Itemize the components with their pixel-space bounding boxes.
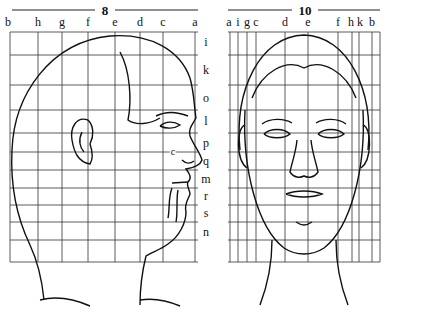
neck (260, 240, 348, 305)
plate-number: 8 (100, 4, 111, 17)
head-outline (12, 36, 202, 305)
grid-horizontals (228, 32, 380, 262)
column-letter: k (357, 16, 363, 28)
eye (160, 122, 180, 128)
grid-verticals (230, 32, 380, 262)
row-letter: o (203, 92, 209, 104)
face-oval (245, 110, 364, 254)
column-letter: d (282, 16, 288, 28)
hairline (252, 65, 356, 98)
row-letter: k (203, 64, 209, 76)
brows (262, 119, 346, 124)
column-letter: c (253, 16, 258, 28)
row-letter: i (204, 36, 207, 48)
chin-line (296, 222, 312, 225)
column-letter: f (86, 16, 90, 28)
row-letter: n (203, 226, 209, 238)
column-letter: a (226, 16, 231, 28)
row-letter: l (204, 115, 207, 127)
shoulder (40, 298, 180, 306)
front-face (238, 35, 369, 305)
row-letter: p (203, 137, 209, 149)
column-letter: f (336, 16, 340, 28)
grid-verticals (10, 32, 195, 262)
head-outline (239, 35, 369, 150)
column-letter: h (35, 16, 41, 28)
row-letter: q (203, 155, 209, 167)
eyes (264, 130, 344, 138)
beard (168, 188, 178, 222)
right-grid (228, 32, 380, 262)
column-letter: b (5, 16, 11, 28)
column-letter: e (305, 16, 310, 28)
row-letter: m (201, 173, 210, 185)
column-letter: h (348, 16, 354, 28)
profile-head (12, 36, 202, 306)
column-letter: e (112, 16, 117, 28)
column-letter: a (192, 16, 197, 28)
heading-rules (12, 10, 380, 11)
nose (290, 140, 318, 177)
mouth (286, 191, 322, 197)
row-letter: s (204, 207, 209, 219)
point-letter: c (170, 147, 176, 157)
column-letter: d (137, 16, 143, 28)
plate-number: 10 (297, 4, 314, 17)
grid-horizontals (10, 32, 198, 262)
row-letter: r (204, 190, 208, 202)
left-grid (10, 32, 198, 262)
mouth (172, 182, 188, 183)
column-letter: g (59, 16, 65, 28)
ears (238, 125, 369, 168)
nostril (182, 160, 194, 163)
column-letter: g (244, 16, 250, 28)
column-letter: b (369, 16, 375, 28)
brow (156, 113, 188, 116)
column-letter: c (160, 16, 165, 28)
column-letter: i (236, 16, 239, 28)
ear (72, 119, 93, 164)
hairline (120, 52, 160, 124)
